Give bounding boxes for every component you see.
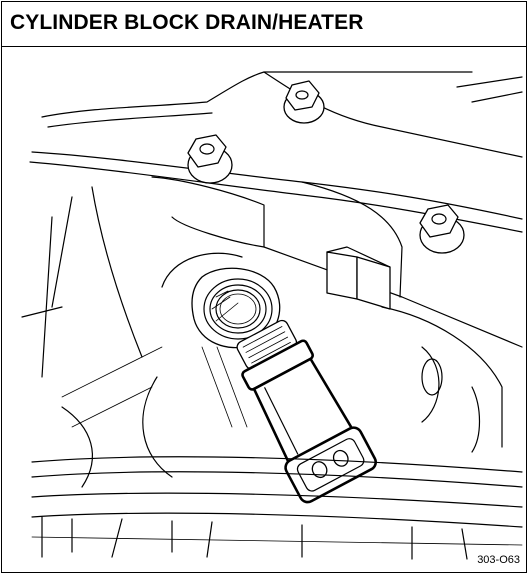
cylinder-block-body [21,216,523,488]
bolt-middle [283,80,325,124]
title-divider [2,46,526,47]
diagram-title: CYLINDER BLOCK DRAIN/HEATER [10,11,364,34]
oil-pan-rail [31,456,523,560]
figure-reference-code: 303-O63 [477,554,520,566]
bolt-left [187,134,233,184]
block-heater [236,319,378,504]
mounting-tab [326,246,391,310]
bolt-right [419,204,465,254]
cylinder-block-illustration [21,71,523,560]
